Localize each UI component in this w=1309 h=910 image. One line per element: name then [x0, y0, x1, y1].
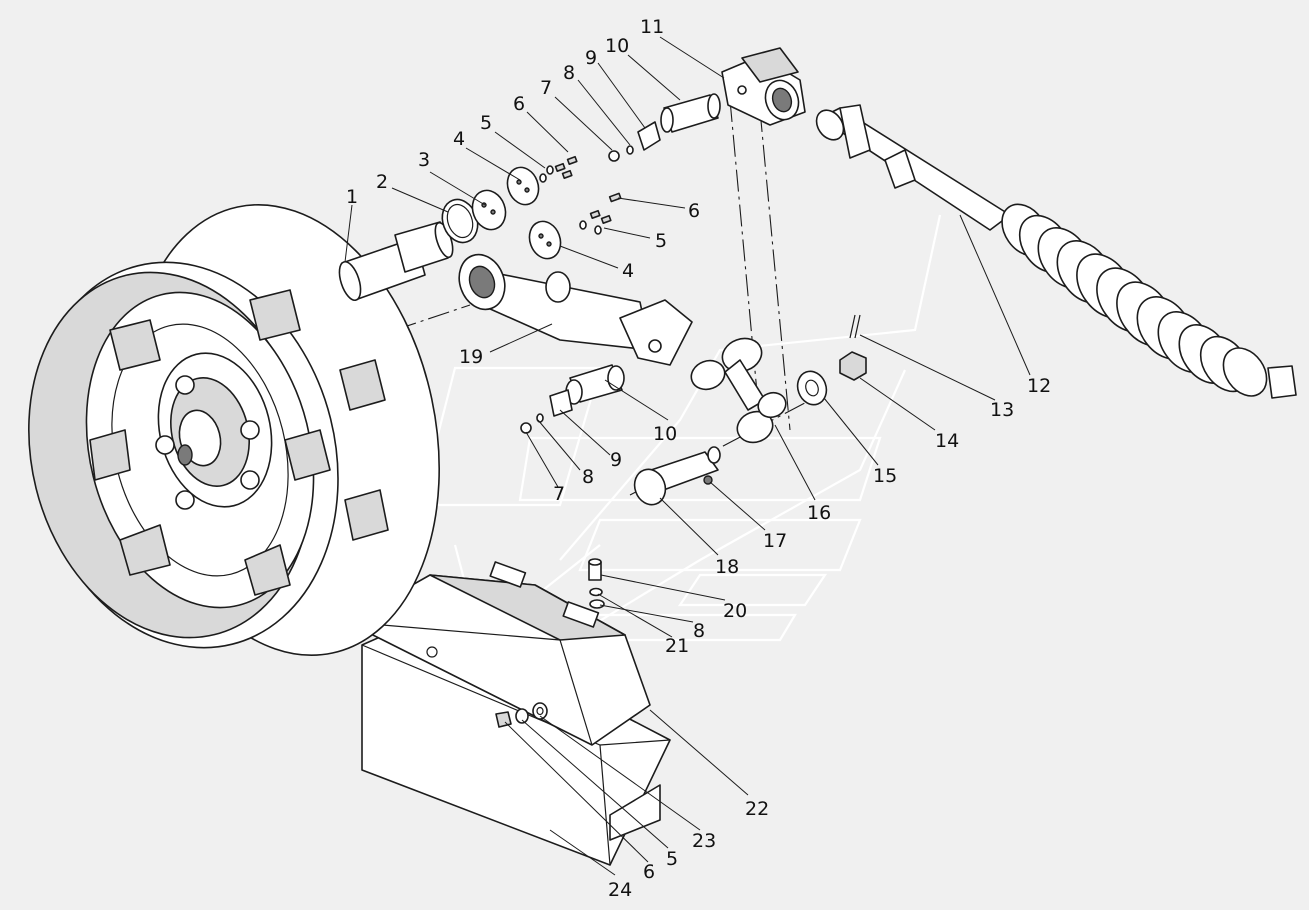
callout-24: 24 [608, 879, 632, 901]
yoke [721, 47, 806, 126]
callout-4-right: 4 [622, 260, 634, 282]
upper-small-bolts [539, 155, 578, 183]
callout-20: 20 [723, 600, 747, 622]
callout-9: 9 [585, 47, 597, 69]
callout-13: 13 [990, 399, 1014, 421]
callout-7: 7 [540, 77, 552, 99]
bellows-folds [1001, 203, 1268, 397]
axle-shaft [338, 221, 454, 302]
callout-19: 19 [459, 346, 483, 368]
callout-6: 6 [513, 93, 525, 115]
callout-21: 21 [665, 635, 689, 657]
upper-cover [346, 561, 651, 746]
callout-5-right: 5 [655, 230, 667, 252]
callout-10-lower: 10 [653, 423, 677, 445]
leader-lines [344, 36, 1031, 876]
callout-2: 2 [376, 171, 388, 193]
bellcrank-lever [690, 337, 787, 444]
pin [633, 446, 721, 506]
callout-7-lower: 7 [553, 483, 565, 505]
callout-18: 18 [715, 556, 739, 578]
callout-11: 11 [640, 16, 664, 38]
wheel [28, 204, 440, 656]
upper-pin-group [608, 93, 721, 162]
lower-plate-bolts [528, 192, 622, 260]
lower-pin-group [520, 364, 625, 434]
callout-12: 12 [1027, 375, 1051, 397]
cylinder-bellows [815, 104, 1297, 399]
callout-6-housing: 6 [643, 861, 655, 883]
callout-15: 15 [873, 465, 897, 487]
callout-23: 23 [692, 830, 716, 852]
callout-5-housing: 5 [666, 848, 678, 870]
callout-16: 16 [807, 502, 831, 524]
callout-1: 1 [346, 186, 358, 208]
callout-4: 4 [453, 128, 465, 150]
callout-3: 3 [418, 149, 430, 171]
callout-8-cover: 8 [693, 620, 705, 642]
cover-bolts [588, 558, 605, 609]
callout-labels: 1 2 3 4 5 6 7 8 9 10 11 6 5 4 19 10 9 8 … [346, 16, 1051, 901]
callout-10: 10 [605, 35, 629, 57]
cylinder-body [458, 253, 693, 366]
callout-8: 8 [563, 62, 575, 84]
callout-9-lower: 9 [610, 449, 622, 471]
housing-fasteners [495, 702, 548, 728]
callout-8-lower: 8 [582, 466, 594, 488]
lower-housing [361, 614, 671, 866]
cotter-nut-washer [796, 314, 867, 406]
upper-rings [441, 166, 540, 244]
callout-14: 14 [935, 430, 959, 452]
callout-22: 22 [745, 798, 769, 820]
callout-17: 17 [763, 530, 787, 552]
callout-5: 5 [480, 112, 492, 134]
callout-6-right: 6 [688, 200, 700, 222]
